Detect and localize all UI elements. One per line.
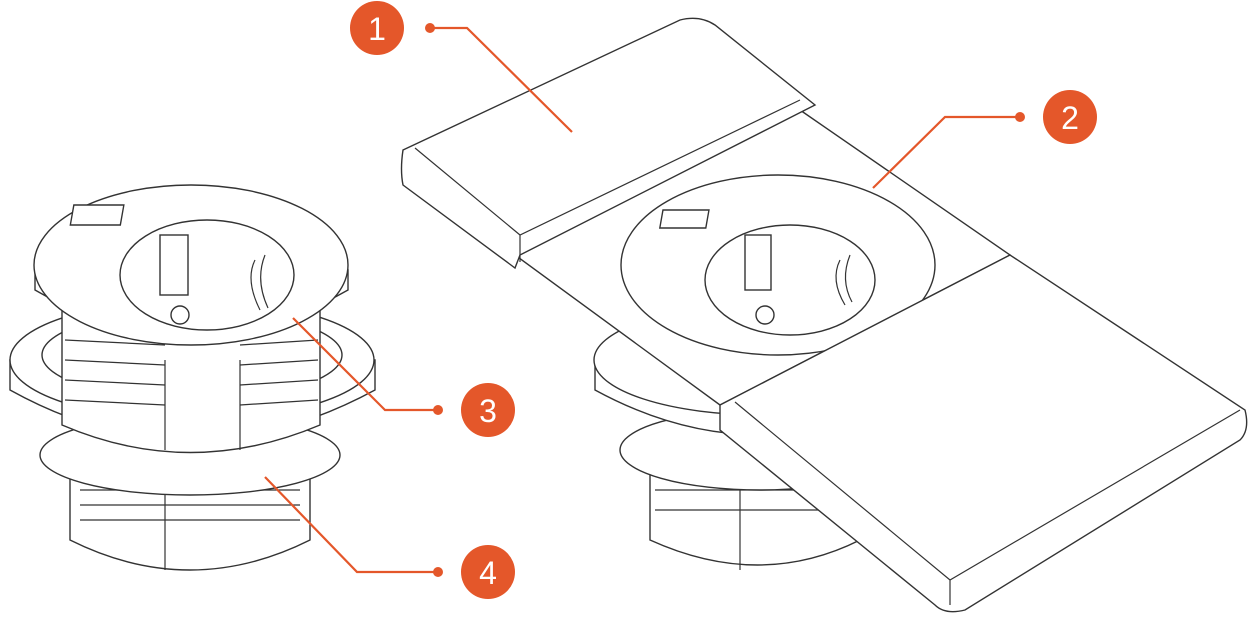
- callout-badge: [461, 383, 515, 437]
- callout-badge: [461, 545, 515, 599]
- right-socket-unit-with-lids: [400, 17, 1248, 613]
- callout-dot: [1015, 112, 1025, 122]
- callout-dot: [425, 23, 435, 33]
- callout-badge: [1043, 90, 1097, 144]
- callout-dot: [433, 405, 443, 415]
- callout-number: 4: [479, 555, 497, 591]
- callout-number: 3: [479, 393, 497, 429]
- callout-3: 3: [292, 317, 515, 437]
- callout-1: 1: [350, 1, 573, 133]
- callout-2: 2: [872, 90, 1097, 189]
- callout-number: 1: [368, 11, 386, 47]
- callout-4: 4: [264, 476, 515, 599]
- callout-badge: [350, 1, 404, 55]
- callout-number: 2: [1061, 100, 1079, 136]
- callout-dot: [433, 567, 443, 577]
- left-socket-unit: [9, 184, 376, 571]
